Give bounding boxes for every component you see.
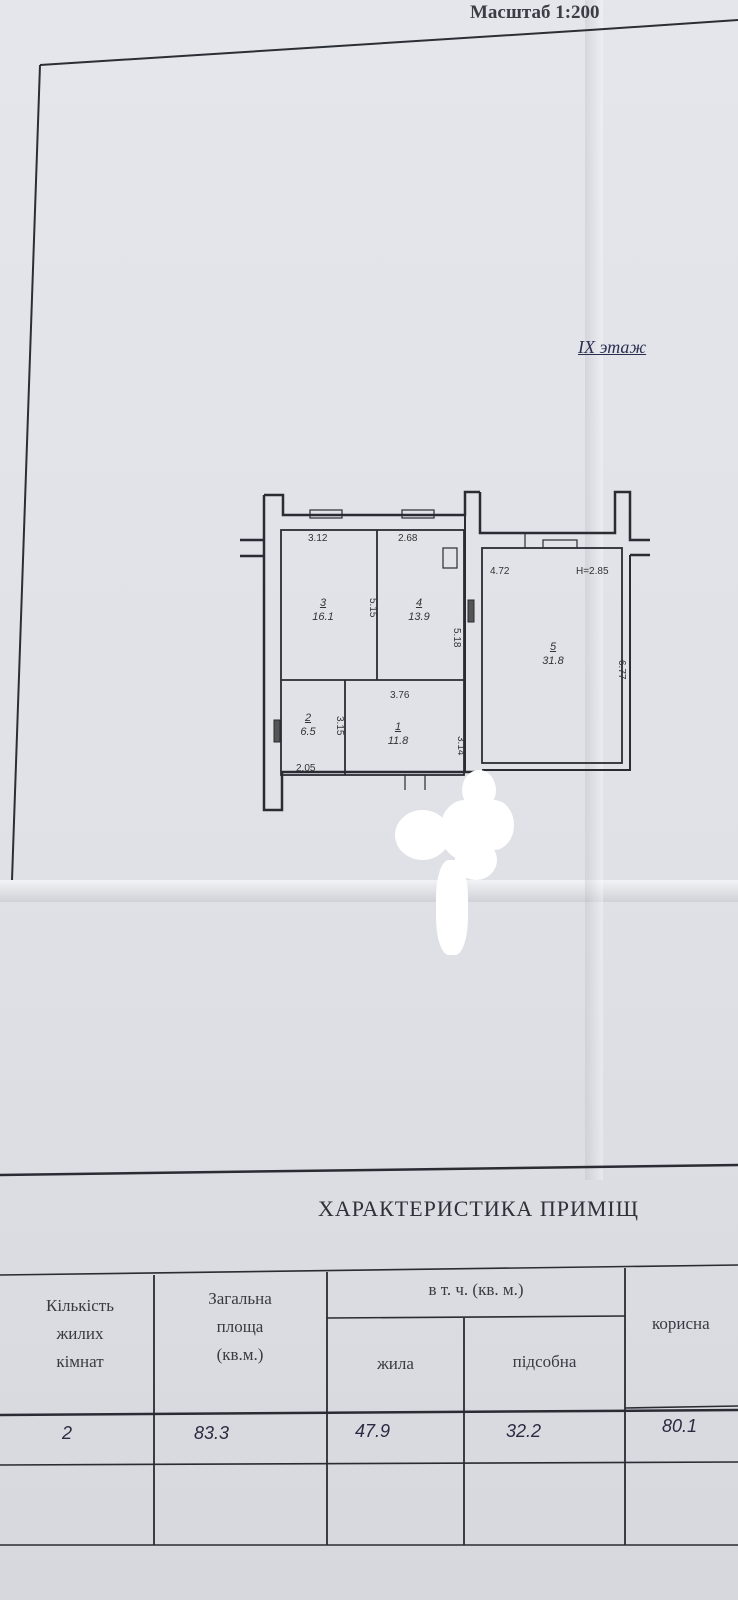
room-4-number: 4 [415, 597, 423, 609]
dim-top-room4: 2.68 [398, 533, 418, 544]
value-rooms-count: 2 [62, 1423, 73, 1443]
floor-label: IX этаж [578, 337, 647, 357]
dim-bottom-room2: 2.05 [296, 763, 316, 774]
room-1-area: 11.8 [387, 735, 409, 747]
room-3-number: 3 [319, 597, 327, 609]
room-5-number: 5 [549, 641, 557, 653]
ceiling-height: H=2.85 [576, 566, 609, 577]
floor-plan [240, 490, 650, 812]
header-including: в т. ч. (кв. м.) [428, 1280, 524, 1299]
header-total-line3: (кв.м.) [216, 1345, 264, 1364]
dim-top-room1: 3.76 [390, 690, 410, 701]
value-useful-area: 80.1 [662, 1416, 698, 1436]
room-5-area: 31.8 [542, 655, 564, 667]
paper-fold-vertical [585, 0, 603, 1180]
value-aux-area: 32.2 [506, 1421, 542, 1441]
room-3-area: 16.1 [312, 611, 334, 623]
dim-top-room3: 3.12 [308, 533, 328, 544]
dim-top-room5: 4.72 [490, 566, 510, 577]
room-2-area: 6.5 [300, 726, 316, 738]
header-total-line2: площа [216, 1317, 264, 1336]
room-4-area: 13.9 [408, 611, 430, 623]
header-useful: корисна [652, 1314, 710, 1333]
header-rooms-count: Кількість жилих кімнат [10, 1292, 150, 1376]
room-2-number: 2 [304, 712, 312, 724]
value-living-area: 47.9 [355, 1421, 391, 1441]
paper-fold-horizontal [0, 880, 738, 902]
header-total-area: Загальна площа (кв.м.) [170, 1285, 310, 1369]
header-living: жила [377, 1354, 414, 1373]
room-1-number: 1 [394, 721, 402, 733]
header-auxiliary: підсобна [512, 1352, 577, 1371]
header-rooms-line3: кімнат [56, 1352, 104, 1371]
scale-label: Масштаб 1:200 [470, 2, 600, 23]
header-total-line1: Загальна [208, 1289, 272, 1308]
header-rooms-line2: жилих [56, 1324, 104, 1343]
characteristics-title: ХАРАКТЕРИСТИКА ПРИМІЩ [318, 1196, 639, 1221]
value-total-area: 83.3 [194, 1423, 230, 1443]
header-rooms-line1: Кількість [45, 1296, 114, 1315]
